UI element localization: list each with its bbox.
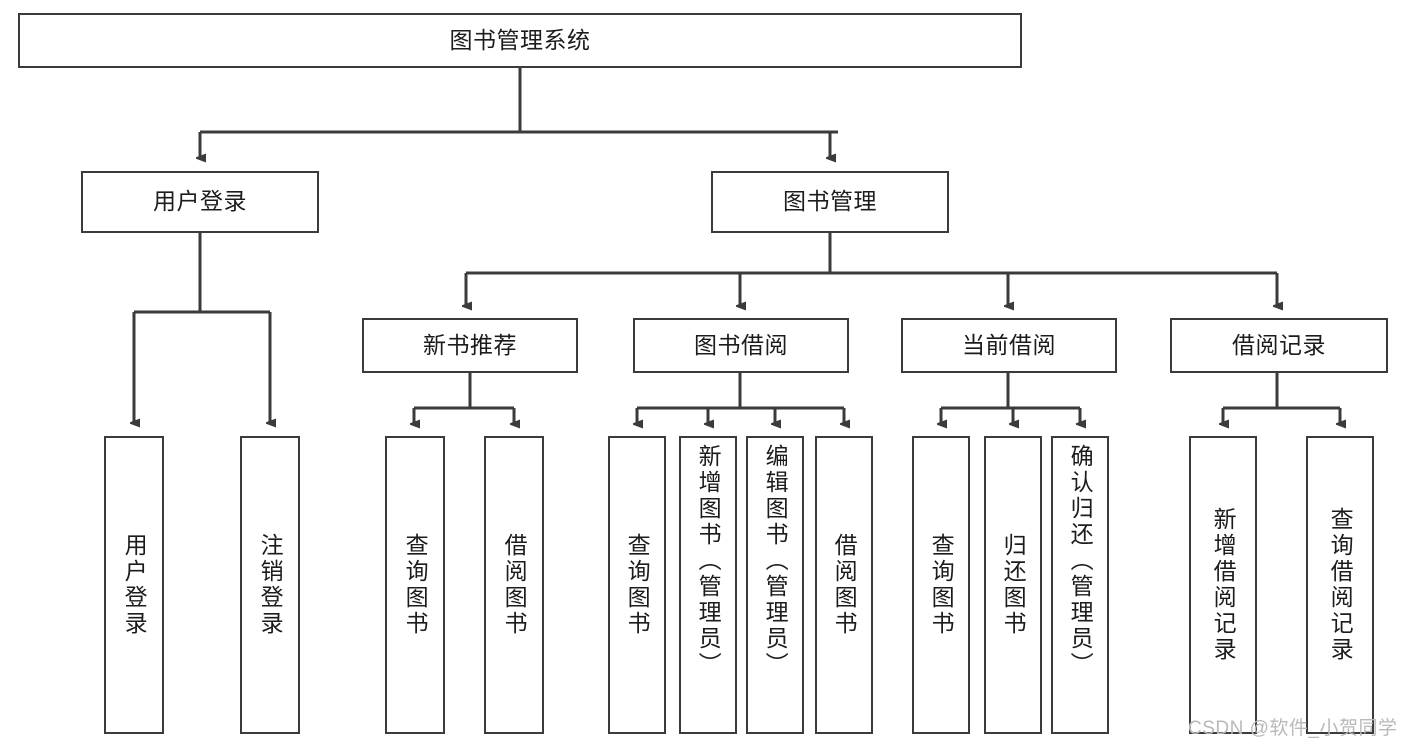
node-new-book-recommend-label: 新书推荐	[423, 331, 517, 358]
leaf-query-book-current-label: 查询图书	[928, 533, 955, 637]
leaf-borrow-book[interactable]: 借阅图书	[815, 436, 873, 734]
leaf-user-login-label: 用户登录	[121, 533, 148, 637]
leaf-borrow-book-recommend[interactable]: 借阅图书	[484, 436, 544, 734]
new-book-recommend-connectors	[414, 373, 514, 424]
node-user-login[interactable]: 用户登录	[81, 171, 319, 233]
leaf-add-borrow-record-label: 新增借阅记录	[1210, 507, 1237, 663]
leaf-query-book-current[interactable]: 查询图书	[912, 436, 970, 734]
leaf-add-book[interactable]: 新增图书（管理员）	[679, 436, 737, 734]
node-book-borrow[interactable]: 图书借阅	[633, 318, 849, 373]
node-new-book-recommend[interactable]: 新书推荐	[362, 318, 578, 373]
node-borrow-record-label: 借阅记录	[1232, 331, 1326, 358]
node-borrow-record[interactable]: 借阅记录	[1170, 318, 1388, 373]
node-user-login-label: 用户登录	[153, 188, 247, 215]
leaf-query-borrow-record-label: 查询借阅记录	[1327, 507, 1354, 663]
leaf-logout-label: 注销登录	[257, 533, 284, 637]
current-borrow-connectors	[941, 373, 1080, 424]
leaf-borrow-book-recommend-label: 借阅图书	[501, 533, 528, 637]
leaf-query-book-borrow[interactable]: 查询图书	[608, 436, 666, 734]
root-connectors	[200, 68, 838, 158]
node-book-borrow-label: 图书借阅	[694, 331, 788, 358]
leaf-confirm-return-label: 确认归还（管理员）	[1067, 444, 1094, 678]
leaf-add-book-label: 新增图书（管理员）	[695, 444, 722, 678]
leaf-add-borrow-record[interactable]: 新增借阅记录	[1189, 436, 1257, 734]
node-root-system[interactable]: 图书管理系统	[18, 13, 1022, 68]
leaf-query-borrow-record[interactable]: 查询借阅记录	[1306, 436, 1374, 734]
leaf-borrow-book-label: 借阅图书	[831, 533, 858, 637]
node-book-management[interactable]: 图书管理	[711, 171, 949, 233]
node-current-borrow-label: 当前借阅	[962, 331, 1056, 358]
leaf-return-book[interactable]: 归还图书	[984, 436, 1042, 734]
node-current-borrow[interactable]: 当前借阅	[901, 318, 1117, 373]
user-login-connectors	[134, 233, 270, 423]
leaf-logout[interactable]: 注销登录	[240, 436, 300, 734]
leaf-return-book-label: 归还图书	[1000, 533, 1027, 637]
node-root-system-label: 图书管理系统	[449, 26, 591, 53]
leaf-edit-book[interactable]: 编辑图书（管理员）	[746, 436, 804, 734]
leaf-user-login[interactable]: 用户登录	[104, 436, 164, 734]
leaf-query-book-recommend-label: 查询图书	[402, 533, 429, 637]
borrow-record-connectors	[1223, 373, 1340, 424]
leaf-confirm-return[interactable]: 确认归还（管理员）	[1051, 436, 1109, 734]
book-borrow-connectors	[637, 373, 844, 424]
book-management-connectors	[466, 233, 1277, 306]
leaf-edit-book-label: 编辑图书（管理员）	[762, 444, 789, 678]
node-book-management-label: 图书管理	[783, 188, 877, 215]
leaf-query-book-recommend[interactable]: 查询图书	[385, 436, 445, 734]
leaf-query-book-borrow-label: 查询图书	[624, 533, 651, 637]
